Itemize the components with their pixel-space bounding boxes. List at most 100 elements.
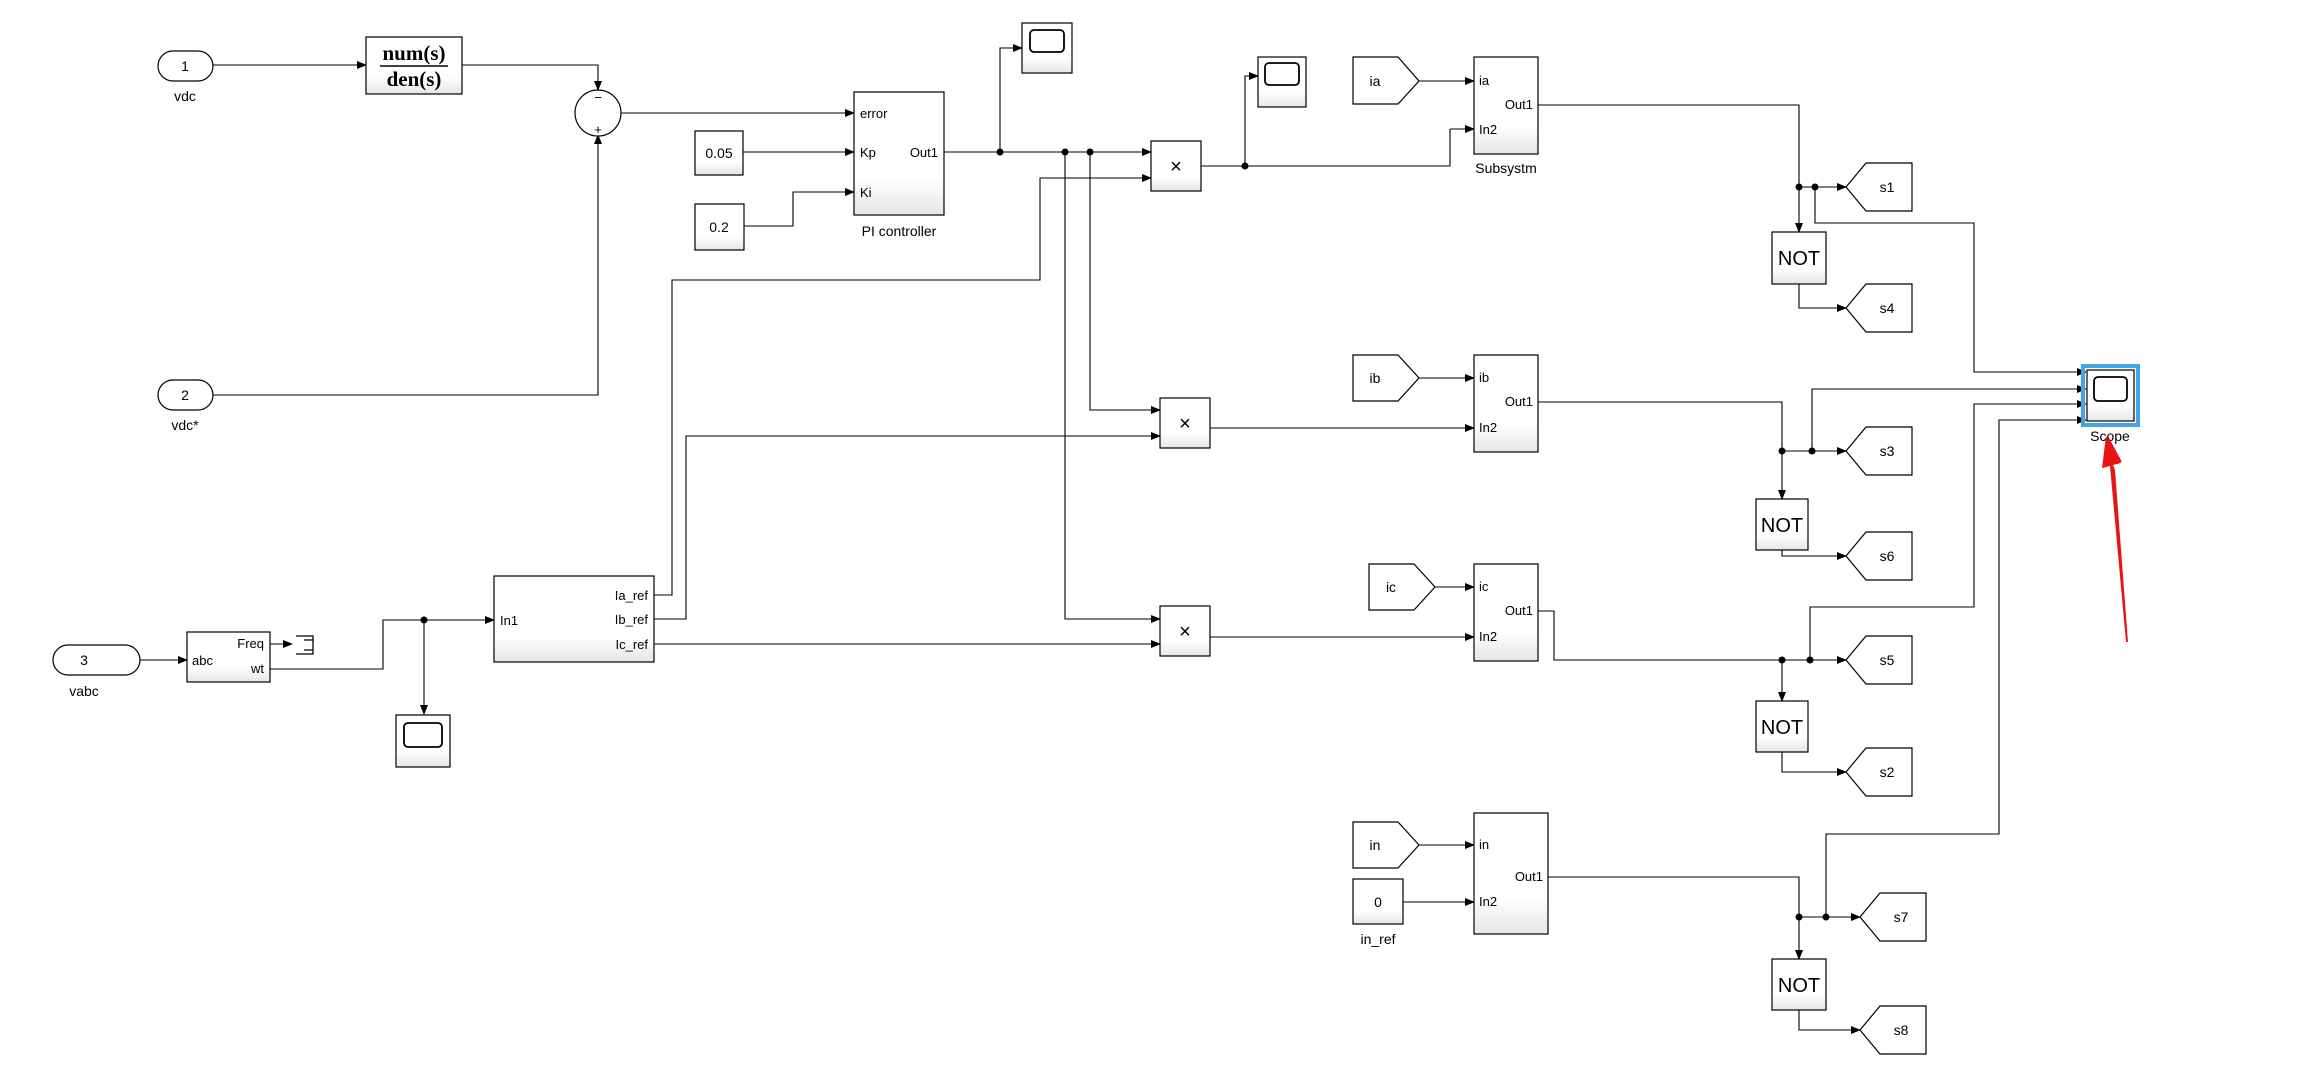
- constant-kp[interactable]: 0.05: [694, 130, 744, 176]
- subsystem-port-in1: ib: [1479, 370, 1489, 385]
- signal-lines: [140, 44, 2087, 1034]
- scope-product-output[interactable]: [1257, 56, 1307, 108]
- goto-tag-s5[interactable]: s5: [1845, 635, 1913, 685]
- inport-number: 3: [80, 652, 88, 668]
- pi-port-kp: Kp: [860, 145, 876, 160]
- tf-denominator: den(s): [387, 67, 442, 91]
- subsystem-port-out: Out1: [1505, 394, 1533, 409]
- scope-wt[interactable]: [395, 714, 451, 768]
- refgen-port-in: In1: [500, 613, 518, 628]
- from-tag-ib[interactable]: ib: [1352, 354, 1420, 402]
- subsystem-label: Subsystm: [1475, 160, 1536, 176]
- from-tag-in[interactable]: in: [1352, 821, 1420, 869]
- goto-tag-s7[interactable]: s7: [1859, 892, 1927, 942]
- transfer-function-block[interactable]: num(s) den(s): [365, 36, 463, 95]
- refgen-port-ia: Ia_ref: [615, 588, 649, 603]
- not-gate-a[interactable]: NOT: [1771, 231, 1827, 285]
- refgen-port-ib: Ib_ref: [615, 612, 649, 627]
- pi-port-out: Out1: [910, 145, 938, 160]
- pi-controller-block[interactable]: error Kp Ki Out1 PI controller: [853, 91, 945, 239]
- not-label: NOT: [1778, 975, 1820, 997]
- inport-number: 2: [181, 387, 189, 403]
- pll-port-wt: wt: [250, 661, 264, 676]
- sum-block[interactable]: − +: [574, 89, 622, 137]
- pi-port-error: error: [860, 106, 888, 121]
- sum-minus-sign: −: [594, 90, 602, 105]
- goto-tag-s2[interactable]: s2: [1845, 747, 1913, 797]
- subsystem-port-out: Out1: [1505, 603, 1533, 618]
- constant-value: 0.2: [709, 219, 729, 235]
- scope-pi-output[interactable]: [1021, 22, 1073, 74]
- subsystem-port-out: Out1: [1515, 869, 1543, 884]
- not-gate-b[interactable]: NOT: [1755, 498, 1809, 551]
- scope-block-selected[interactable]: Scope: [2081, 364, 2140, 444]
- pi-controller-label: PI controller: [862, 223, 937, 239]
- subsystem-port-in1: ia: [1479, 73, 1490, 88]
- goto-tag-label: s6: [1880, 548, 1895, 564]
- constant-in-ref-label: in_ref: [1360, 931, 1395, 947]
- goto-tag-label: s1: [1880, 179, 1895, 195]
- goto-tag-label: s2: [1880, 764, 1895, 780]
- pll-port-abc: abc: [192, 653, 213, 668]
- from-tag-ia[interactable]: ia: [1352, 56, 1420, 105]
- subsystem-d[interactable]: in In2 Out1: [1473, 812, 1549, 935]
- inport-label: vdc*: [171, 417, 199, 433]
- goto-tag-s6[interactable]: s6: [1845, 531, 1913, 581]
- subsystem-port-in2: In2: [1479, 122, 1497, 137]
- pi-port-ki: Ki: [860, 185, 872, 200]
- goto-tag-label: s5: [1880, 652, 1895, 668]
- not-label: NOT: [1761, 717, 1803, 739]
- inport-label: vabc: [69, 683, 99, 699]
- not-gate-d[interactable]: NOT: [1771, 958, 1827, 1011]
- subsystem-port-out: Out1: [1505, 97, 1533, 112]
- subsystem-port-in1: in: [1479, 837, 1489, 852]
- current-reference-block[interactable]: In1 Ia_ref Ib_ref Ic_ref: [493, 575, 655, 663]
- terminator[interactable]: [296, 635, 314, 655]
- inport-vabc[interactable]: 3 vabc: [52, 644, 141, 699]
- product-symbol: ×: [1179, 621, 1191, 643]
- goto-tag-s1[interactable]: s1: [1845, 162, 1913, 212]
- inport-label: vdc: [174, 88, 196, 104]
- from-tag-label: ib: [1370, 370, 1381, 386]
- pll-block[interactable]: abc Freq wt: [186, 631, 271, 683]
- scope-label: Scope: [2090, 428, 2130, 444]
- sum-plus-sign: +: [594, 122, 602, 137]
- constant-ki[interactable]: 0.2: [694, 203, 745, 251]
- goto-tag-s8[interactable]: s8: [1859, 1005, 1927, 1055]
- product-symbol: ×: [1179, 413, 1191, 435]
- goto-tag-s4[interactable]: s4: [1845, 283, 1913, 333]
- from-tag-label: in: [1370, 837, 1381, 853]
- from-tag-label: ic: [1386, 579, 1396, 595]
- goto-tag-label: s3: [1880, 443, 1895, 459]
- inport-vdc[interactable]: 1 vdc: [157, 50, 214, 104]
- not-label: NOT: [1778, 248, 1820, 270]
- constant-in-ref[interactable]: 0 in_ref: [1352, 878, 1404, 947]
- inport-number: 1: [181, 58, 189, 74]
- product-block-a[interactable]: ×: [1150, 140, 1202, 192]
- not-gate-c[interactable]: NOT: [1755, 700, 1809, 753]
- annotation-arrow: [2102, 436, 2128, 642]
- product-symbol: ×: [1170, 156, 1182, 178]
- subsystem-port-in1: ic: [1479, 579, 1489, 594]
- constant-value: 0.05: [705, 145, 732, 161]
- subsystem-port-in2: In2: [1479, 629, 1497, 644]
- subsystem-a[interactable]: ia In2 Out1 Subsystm: [1473, 56, 1539, 176]
- subsystem-port-in2: In2: [1479, 894, 1497, 909]
- subsystem-b[interactable]: ib In2 Out1: [1473, 354, 1539, 453]
- from-tag-label: ia: [1370, 73, 1381, 89]
- goto-tag-s3[interactable]: s3: [1845, 426, 1913, 476]
- pll-port-freq: Freq: [237, 636, 264, 651]
- junction-dots: [420, 148, 1830, 921]
- subsystem-c[interactable]: ic In2 Out1: [1473, 563, 1539, 662]
- inport-vdc-star[interactable]: 2 vdc*: [157, 379, 214, 433]
- goto-tag-label: s8: [1894, 1022, 1909, 1038]
- from-tag-ic[interactable]: ic: [1368, 563, 1436, 611]
- tf-numerator: num(s): [382, 41, 445, 65]
- subsystem-port-in2: In2: [1479, 420, 1497, 435]
- goto-tag-label: s4: [1880, 300, 1895, 316]
- goto-tag-label: s7: [1894, 909, 1909, 925]
- product-block-c[interactable]: ×: [1159, 605, 1211, 657]
- constant-value: 0: [1374, 894, 1382, 910]
- product-block-b[interactable]: ×: [1159, 397, 1211, 449]
